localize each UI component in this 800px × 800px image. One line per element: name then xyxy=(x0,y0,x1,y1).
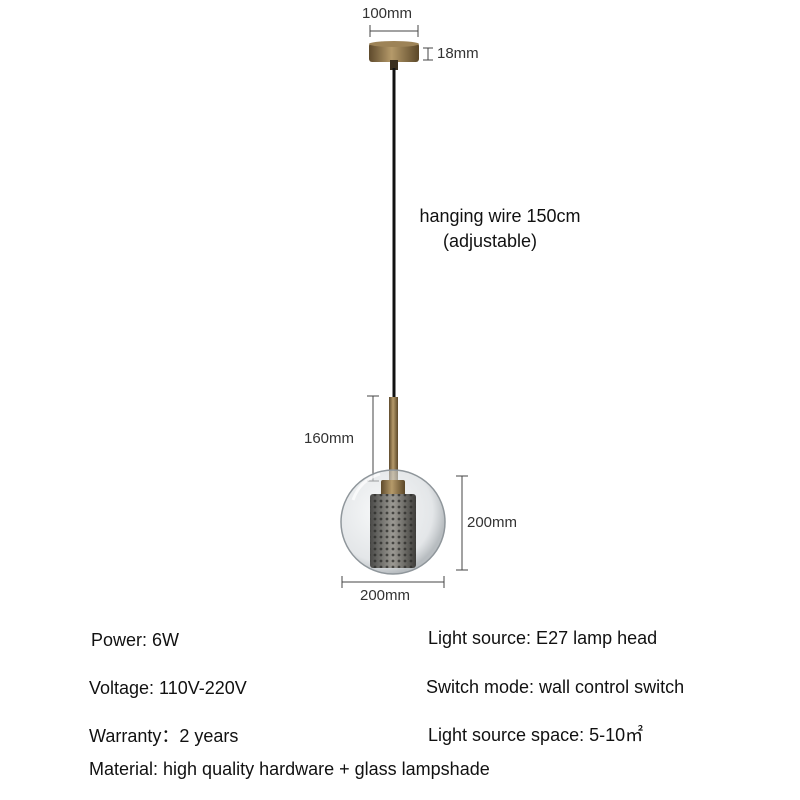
mesh-shade xyxy=(370,494,416,568)
rod-length-dimension xyxy=(367,395,379,482)
spec-switch-mode: Switch mode: wall control switch xyxy=(426,677,685,697)
globe-height-label: 200mm xyxy=(467,514,518,531)
spec-voltage: Voltage: 110V-220V xyxy=(89,678,247,698)
spec-warranty: Warranty：2 years xyxy=(89,726,239,746)
lamp-holder-cap xyxy=(381,480,405,496)
wire-length-label: hanging wire 150cm (adjustable) xyxy=(400,206,600,252)
rod-length-label: 160mm xyxy=(304,430,355,447)
canopy-width-label: 100mm xyxy=(362,5,413,22)
wire-label-line1: hanging wire 150cm xyxy=(419,206,581,226)
globe-width-dimension xyxy=(341,576,445,588)
spec-material: Material: high quality hardware + glass … xyxy=(89,759,490,779)
canopy-width-dimension xyxy=(369,25,419,37)
globe-height-dimension xyxy=(456,475,468,571)
globe-width-label: 200mm xyxy=(360,587,411,604)
spec-power: Power: 6W xyxy=(91,630,180,650)
brass-rod xyxy=(389,397,398,482)
spec-light-space: Light source space: 5-10㎡ xyxy=(428,725,644,745)
wire-label-line2: (adjustable) xyxy=(442,231,538,251)
ceiling-canopy xyxy=(369,41,419,70)
canopy-height-dimension xyxy=(423,47,433,61)
spec-light-source: Light source: E27 lamp head xyxy=(428,628,658,648)
canopy-height-label: 18mm xyxy=(437,45,479,62)
